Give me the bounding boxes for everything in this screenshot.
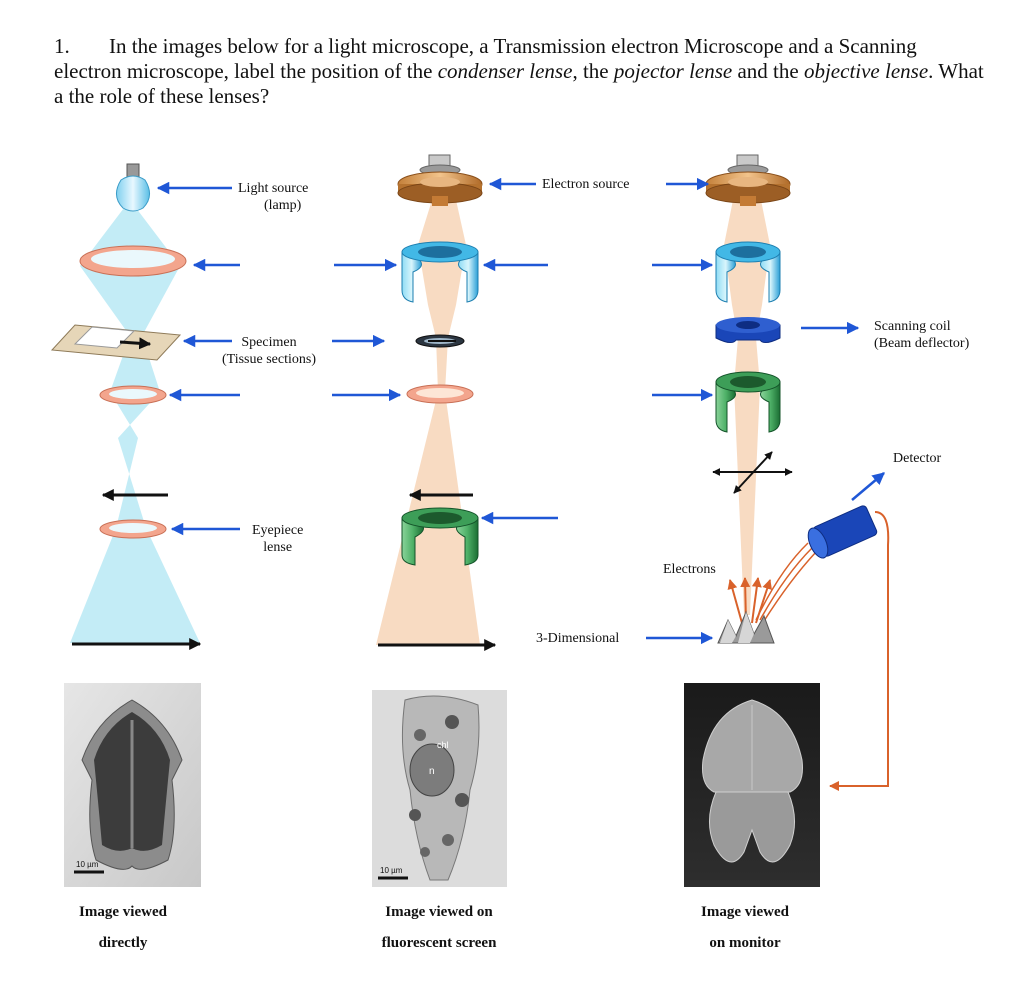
blue-pointer-arrows — [156, 177, 885, 645]
electron-source-sem — [705, 154, 791, 206]
question-text: 1.In the images below for a light micros… — [54, 34, 984, 108]
term-projector: pojector lense — [613, 59, 733, 83]
scale-bar-tem: 10 µm — [380, 866, 403, 875]
condenser-lens-lm — [79, 245, 187, 277]
scale-bar-lm: 10 µm — [76, 860, 99, 869]
label-specimen: Specimen (Tissue sections) — [222, 335, 316, 367]
tem-column — [376, 154, 497, 651]
term-objective: objective lense — [803, 59, 929, 83]
label-eyepiece: Eyepiece lense — [252, 523, 304, 555]
electron-beam-tem — [376, 200, 480, 645]
scan-direction-arrows — [712, 451, 793, 494]
condenser-lens-sem — [715, 241, 781, 303]
electron-source-tem — [397, 154, 483, 206]
objective-lens-lm — [99, 385, 167, 405]
term-condenser: condenser lense — [437, 59, 573, 83]
question-number: 1. — [54, 34, 70, 58]
sem-micrograph — [684, 683, 820, 887]
projector-lens-tem — [401, 507, 479, 566]
sample-3d-surface — [717, 610, 775, 644]
label-3-dimensional: 3-Dimensional — [536, 631, 620, 646]
arrow-detector — [851, 472, 885, 501]
objective-lens-sem — [715, 371, 781, 433]
light-beam — [70, 200, 200, 643]
scanning-coil — [715, 317, 781, 344]
label-chl: chl — [437, 740, 449, 750]
sem-column — [705, 154, 890, 791]
lm-micrograph: 10 µm — [64, 683, 201, 887]
specimen-slide — [50, 324, 182, 361]
detector-cable — [829, 511, 890, 791]
label-n: n — [429, 766, 435, 777]
label-detector: Detector — [893, 451, 942, 466]
condenser-lens-tem — [401, 241, 479, 303]
caption-light-microscope: Image viewed directly — [79, 904, 167, 951]
light-bulb-icon — [116, 163, 150, 212]
light-microscope-column — [50, 163, 202, 650]
objective-lens-tem — [406, 384, 474, 404]
caption-sem: Image viewed on monitor — [701, 904, 789, 951]
detector-icon — [807, 505, 878, 559]
label-electron-source: Electron source — [542, 177, 630, 192]
tem-micrograph: chl n 10 µm — [372, 690, 507, 887]
specimen-tem — [415, 334, 465, 348]
secondary-electrons — [727, 542, 817, 624]
label-electrons: Electrons — [663, 562, 716, 577]
label-light-source: Light source (lamp) — [238, 181, 309, 213]
electron-beam-sem — [724, 200, 770, 615]
label-scanning-coil: Scanning coil (Beam deflector) — [874, 319, 970, 351]
eyepiece-lens — [99, 519, 167, 539]
caption-tem: Image viewed on fluorescent screen — [381, 904, 497, 951]
